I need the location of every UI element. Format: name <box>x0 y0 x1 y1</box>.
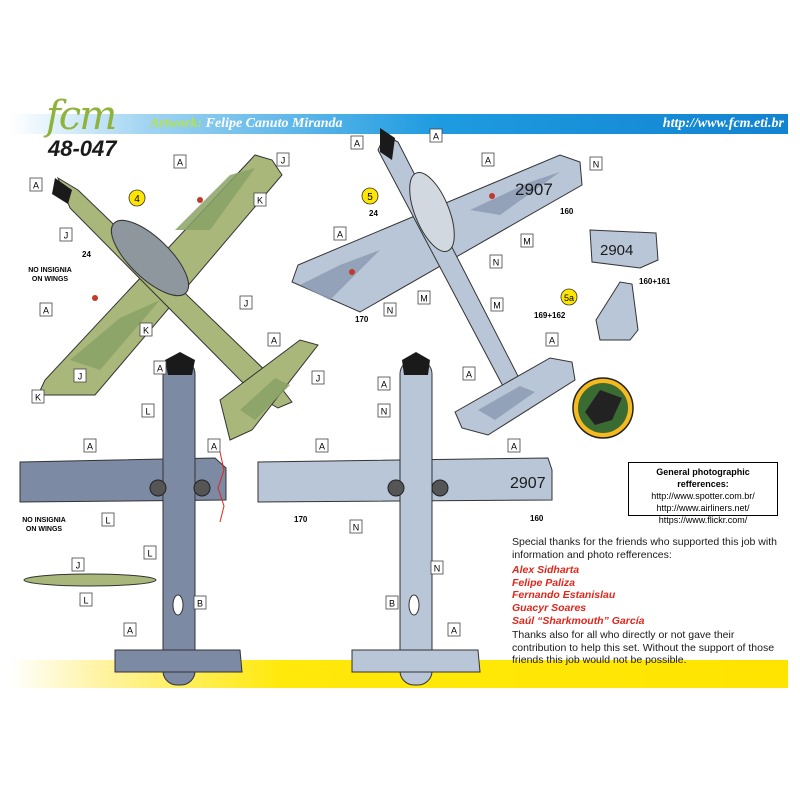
callout-j: J <box>78 372 83 382</box>
callout-n: N <box>353 523 360 533</box>
callout-m: M <box>493 301 501 311</box>
callout-k: K <box>257 196 263 206</box>
callout-n: N <box>593 160 600 170</box>
callout-m: M <box>420 294 428 304</box>
callout-b: B <box>389 599 395 609</box>
drop-tank-detail <box>23 573 157 587</box>
callout-l: L <box>147 549 152 559</box>
photo-references-title: General photographic refferences: <box>656 467 750 489</box>
brand-logo: fcm <box>46 93 117 139</box>
callout-a: A <box>485 156 491 166</box>
callout-a: A <box>211 442 217 452</box>
callout-m: M <box>523 237 531 247</box>
thanks-names: Alex Sidharta Felipe Paliza Fernando Est… <box>512 564 790 627</box>
callout-n: N <box>493 258 500 268</box>
profile-4-code-24: 24 <box>82 250 91 259</box>
artist-name: Felipe Canuto Miranda <box>205 116 343 131</box>
profile-4-top-view <box>37 154 319 441</box>
callout-a: A <box>33 181 39 191</box>
thanks-name: Fernando Estanislau <box>512 589 616 602</box>
photo-references-box: General photographic refferences: http:/… <box>628 462 778 525</box>
callout-j: J <box>64 231 69 241</box>
callout-n: N <box>434 564 441 574</box>
site-url[interactable]: http://www.fcm.eti.br <box>662 116 784 131</box>
profile-5a-badge <box>560 288 578 306</box>
profile-4-number: 4 <box>134 194 140 205</box>
callout-j: J <box>316 374 321 384</box>
thanks-intro: Special thanks for the friends who suppo… <box>512 536 777 561</box>
thanks-closing: Thanks also for all who directly or not … <box>512 629 775 667</box>
profile-5a-details <box>589 229 659 341</box>
artwork-label: Artwork: <box>150 116 203 131</box>
profile-5-top-view <box>291 128 583 436</box>
profile-5-number: 5 <box>367 192 373 203</box>
callout-n: N <box>381 407 388 417</box>
acknowledgements: Special thanks for the friends who suppo… <box>512 536 790 667</box>
profile-5a-number: 5a <box>564 293 574 303</box>
profile-4-under-wing-note-2: ON WINGS <box>26 526 62 533</box>
thanks-name: Alex Sidharta <box>512 564 580 577</box>
callout-b: B <box>197 599 203 609</box>
product-code: 48-047 <box>48 136 117 161</box>
profile-4-badge <box>128 189 146 207</box>
callout-l: L <box>83 596 88 606</box>
callout-l: L <box>105 516 110 526</box>
callout-a: A <box>511 442 517 452</box>
profile-5a-code-169-162: 169+162 <box>534 311 566 320</box>
callout-a: A <box>127 626 133 636</box>
callout-a: A <box>549 336 555 346</box>
callout-a: A <box>43 306 49 316</box>
profile-4-wing-note-1: NO INSIGNIA <box>28 267 72 274</box>
profile-5-code-24: 24 <box>369 209 378 218</box>
callout-k: K <box>35 393 41 403</box>
callout-labels: A A J K J A J K A J J K A A A N A M N M … <box>29 128 603 637</box>
callout-a: A <box>157 364 163 374</box>
callout-a: A <box>319 442 325 452</box>
thanks-name: Saúl “Sharkmouth” García <box>512 614 645 627</box>
callout-j: J <box>76 561 81 571</box>
callout-a: A <box>177 158 183 168</box>
callout-j: J <box>281 156 286 166</box>
profile-5-under-code-160: 160 <box>530 514 544 523</box>
callout-k: K <box>143 326 149 336</box>
header-band <box>10 114 788 134</box>
squadron-badge <box>572 377 634 439</box>
reference-link[interactable]: http://www.airliners.net/ <box>656 503 750 513</box>
profile-5-underside <box>257 352 553 686</box>
callout-a: A <box>87 442 93 452</box>
callout-a: A <box>433 132 439 142</box>
callout-a: A <box>381 380 387 390</box>
callout-a: A <box>451 626 457 636</box>
thanks-name: Felipe Paliza <box>512 576 576 589</box>
profile-5-under-serial: 2907 <box>510 475 546 492</box>
profile-4-wing-note-2: ON WINGS <box>32 276 68 283</box>
callout-a: A <box>354 139 360 149</box>
profile-5-badge <box>361 187 379 205</box>
profile-5-code-160: 160 <box>560 207 574 216</box>
profile-5a-code-160-161: 160+161 <box>639 277 671 286</box>
callout-a: A <box>337 230 343 240</box>
profile-5-code-170: 170 <box>355 315 369 324</box>
thanks-name: Guacyr Soares <box>512 601 587 614</box>
profile-5-serial: 2907 <box>515 180 553 199</box>
profile-5-under-code-170: 170 <box>294 515 308 524</box>
profile-5a-serial: 2904 <box>600 242 633 259</box>
reference-link[interactable]: http://www.spotter.com.br/ <box>651 491 755 501</box>
reference-link[interactable]: https://www.flickr.com/ <box>658 515 748 525</box>
callout-a: A <box>466 370 472 380</box>
artwork-credit: Artwork: Felipe Canuto Miranda <box>150 116 343 132</box>
profile-4-under-wing-note-1: NO INSIGNIA <box>22 517 66 524</box>
callout-n: N <box>387 306 394 316</box>
callout-j: J <box>244 299 249 309</box>
callout-l: L <box>145 407 150 417</box>
profile-4-underside <box>19 352 243 686</box>
callout-a: A <box>271 336 277 346</box>
